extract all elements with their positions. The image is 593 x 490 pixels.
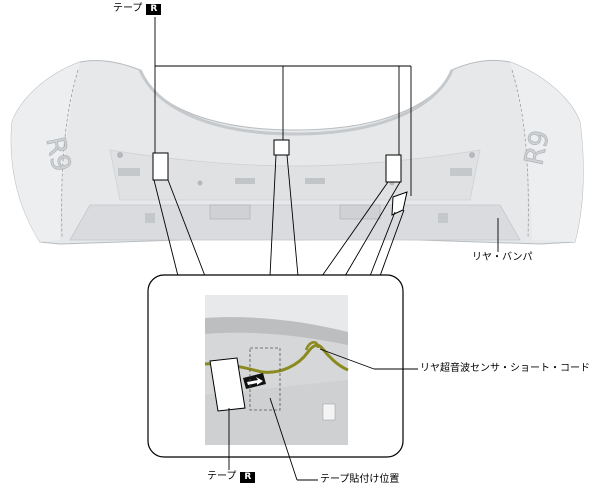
tape-top-badge: R [146,4,162,15]
bumper-left-side-shade [11,62,80,242]
fixture [209,204,251,220]
tape-top-text: テープ [113,3,143,14]
bumper-left-seam [61,69,79,239]
tape-patch-right [385,154,402,183]
bumper-right-seam [511,69,529,239]
sensor-cord-label: リヤ超音波センサ・ショート・コード [420,363,590,375]
fixture [438,213,448,223]
sensor-cable [204,343,349,374]
detail-photo-panel-shadow [205,317,348,345]
sensor-cord-text: リヤ超音波センサ・ショート・コード [420,363,590,374]
sensor-cable-coil [304,341,320,351]
tape-position-leader [269,397,298,481]
tape-bottom-text: テープ [207,471,237,482]
bumper-lower-diffuser [69,204,521,241]
tape-bottom-badge: R [240,472,256,483]
bumper-top-rim [138,69,454,136]
tape-position-outline [249,347,281,411]
fixture [197,180,203,186]
detail-photo-panel-light [205,295,348,332]
detail-connector-lines [153,154,405,277]
fixture [450,168,472,176]
detail-photo-sticker [322,403,336,421]
detail-photo [204,295,349,445]
top-leader-lines [154,17,412,196]
sensor-cord-leader [319,348,375,370]
tape-position-label: テープ貼付け位置 [320,474,399,486]
rear-bumper-illustration: R9 R9 [10,59,584,245]
tape-position-text: テープ貼付け位置 [320,474,400,485]
bumper-right-side-shade [510,62,584,242]
rear-bumper-label: リヤ・バンパ [472,252,533,264]
fixture [117,152,123,158]
tape-patch-left [152,152,169,181]
fixture [145,213,155,223]
rear-bumper-text: リヤ・バンパ [472,252,533,263]
fixture [305,178,325,184]
fixture [235,178,255,184]
detail-tape [209,357,246,412]
fixture [339,204,381,220]
fixture [118,168,140,176]
tape-patch-corner [391,191,408,216]
connector-arrow [247,377,263,385]
tape-patch-center [273,139,290,156]
fixture [469,152,475,158]
